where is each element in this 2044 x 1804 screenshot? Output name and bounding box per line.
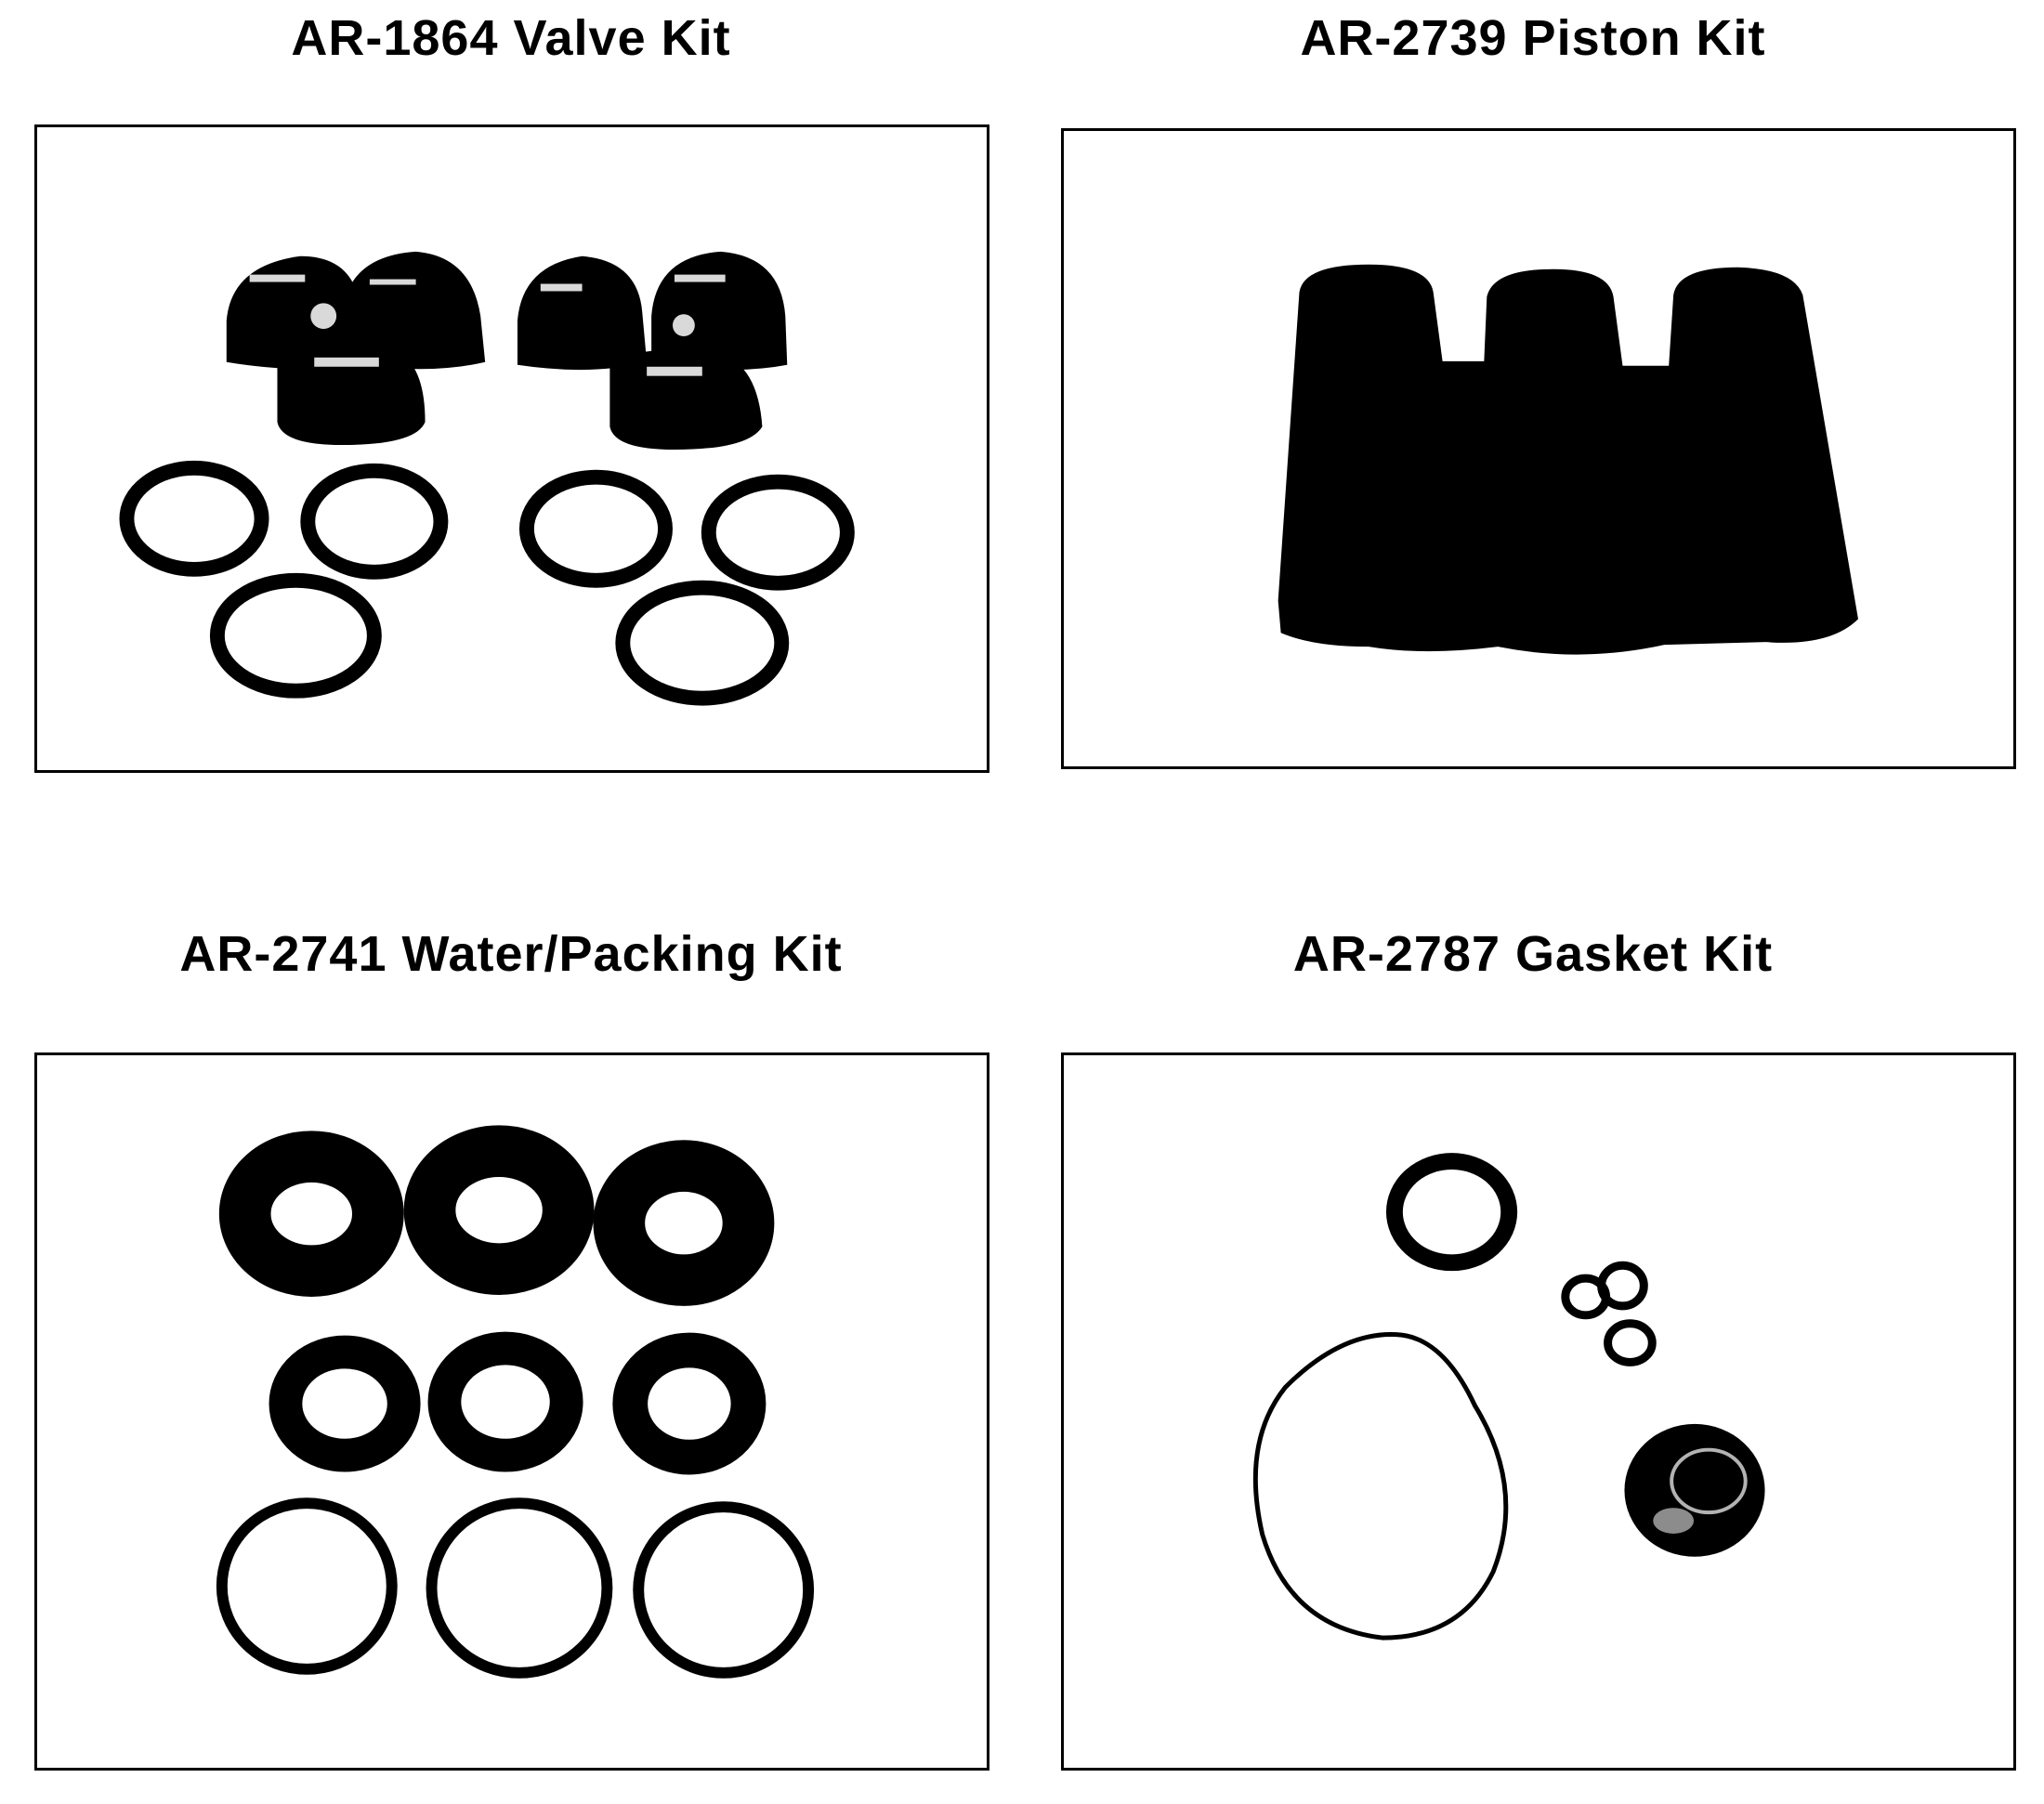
packing-kit-frame: [34, 1052, 989, 1771]
valve-cap-1: [226, 255, 362, 370]
piston-kit-image: [1278, 264, 1858, 655]
gasket-ring-small-2: [1597, 1261, 1648, 1311]
valve-kit-image: [119, 251, 855, 706]
gasket-kit-image: [1252, 1153, 1765, 1641]
o-ring-2: [300, 463, 449, 580]
o-ring-3: [209, 572, 382, 699]
gasket-kit-title: AR-2787 Gasket Kit: [1292, 926, 1774, 982]
valve-cap-4: [517, 255, 648, 371]
gasket-oval: [1252, 1332, 1509, 1641]
piston-group: [1278, 264, 1858, 655]
gasket-disc: [1624, 1423, 1765, 1557]
valve-kit-frame: [34, 124, 989, 773]
o-ring-6: [615, 580, 790, 706]
ring-1: [216, 1497, 398, 1675]
gasket-ring-small-3: [1604, 1319, 1657, 1366]
ring-2: [426, 1497, 613, 1679]
packing-4: [269, 1335, 421, 1472]
o-ring-1: [119, 460, 269, 577]
packing-kit-image: [216, 1125, 815, 1679]
o-ring-4: [518, 469, 673, 588]
packing-kit-title: AR-2741 Water/Packing Kit: [179, 926, 843, 982]
piston-kit-frame: [1061, 128, 2016, 769]
gasket-kit-frame: [1061, 1052, 2016, 1771]
gasket-ring-large: [1385, 1153, 1518, 1272]
ring-3: [633, 1501, 815, 1679]
valve-cap-3: [277, 345, 426, 446]
packing-5: [427, 1331, 583, 1472]
valve-kit-title: AR-1864 Valve Kit: [291, 10, 731, 66]
packing-2: [403, 1125, 595, 1295]
packing-6: [612, 1332, 766, 1475]
piston-kit-title: AR-2739 Piston Kit: [1300, 10, 1766, 66]
packing-3: [593, 1140, 775, 1306]
packing-1: [218, 1131, 404, 1297]
o-ring-5: [701, 474, 855, 591]
